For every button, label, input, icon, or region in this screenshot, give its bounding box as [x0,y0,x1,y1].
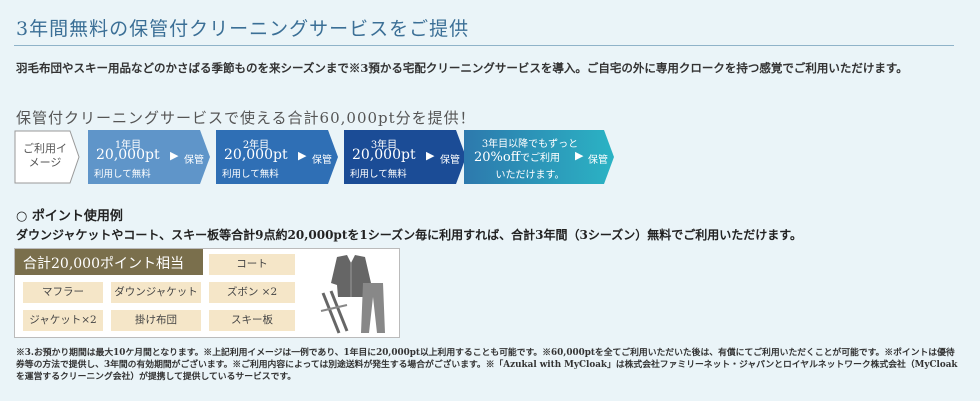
points-example-panel: 合計20,000ポイント相当 コート マフラー ダウンジャケット ズボン ×2 … [14,248,400,338]
step-note: 利用して無料 [350,169,407,180]
step-points: 20,000pt [96,147,160,163]
step-year-3: 3年目 20,000pt ▶ 保管 利用して無料 [344,130,466,184]
item-futon: 掛け布団 [111,310,201,331]
step-year: 3年目 [370,140,398,151]
play-arrow-icon: ▶ [298,149,307,162]
usage-image-label: ご利用イメージ [14,130,80,184]
step-chevron [216,130,338,184]
step-storage: 保管 [312,155,332,166]
panel-header: 合計20,000ポイント相当 [15,249,203,275]
final-step-line3: いただけます。 [495,170,565,181]
step-points: 20,000pt [352,147,416,163]
step-year: 1年目 [114,140,142,151]
step-storage: 保管 [440,155,460,166]
page-title: 3年間無料の保管付クリーニングサービスをご提供 [16,18,470,40]
item-ski: スキー板 [209,310,295,331]
usage-steps: ご利用イメージ 1年目 20,000pt ▶ 保管 利用して無料 2年目 20,… [14,130,614,184]
item-coat: コート [209,254,295,275]
step-chevron [464,130,614,184]
discount-value: 20%off [474,150,520,165]
offer-heading: 保管付クリーニングサービスで使える合計60,000pt分を提供！ [16,109,476,127]
usage-image-label-text: ご利用イメージ [23,142,67,169]
item-pants: ズボン ×2 [209,282,295,303]
item-jacket: ジャケット×2 [23,310,103,331]
play-arrow-icon: ▶ [426,149,435,162]
example-heading: ○ ポイント使用例 [16,209,123,224]
step-points: 20,000pt [224,147,288,163]
play-arrow-icon: ▶ [575,149,584,162]
item-muffler: マフラー [23,282,103,303]
step-note: 利用して無料 [94,169,151,180]
step-storage: 保管 [588,155,608,166]
final-step-line1: 3年目以降でもずっと [481,139,579,150]
item-down-jacket: ダウンジャケット [111,282,201,303]
discount-suffix: でご利用 [519,153,560,164]
step-year: 2年目 [242,140,270,151]
step-year-1: 1年目 20,000pt ▶ 保管 利用して無料 [88,130,210,184]
step-storage: 保管 [184,155,204,166]
step-note: 利用して無料 [222,169,279,180]
play-arrow-icon: ▶ [170,149,179,162]
example-description: ダウンジャケットやコート、スキー板等合計9点約20,000ptを1シーズン毎に利… [16,228,803,242]
final-step-discount: 20%offでご利用 [474,149,560,165]
step-year-2: 2年目 20,000pt ▶ 保管 利用して無料 [216,130,338,184]
clothing-illustration-icon [320,255,385,334]
step-chevron [88,130,210,184]
step-chevron [344,130,466,184]
label-frame [14,130,80,184]
footnotes: ※3.お預かり期間は最大10ケ月間となります。※上記利用イメージは一例であり、1… [16,348,958,382]
intro-text: 羽毛布団やスキー用品などのかさばる季節ものを来シーズンまで※3預かる宅配クリーニ… [16,61,908,75]
step-after-year-3: 3年目以降でもずっと 20%offでご利用 ▶ 保管 いただけます。 [464,130,614,184]
title-divider [14,45,954,46]
